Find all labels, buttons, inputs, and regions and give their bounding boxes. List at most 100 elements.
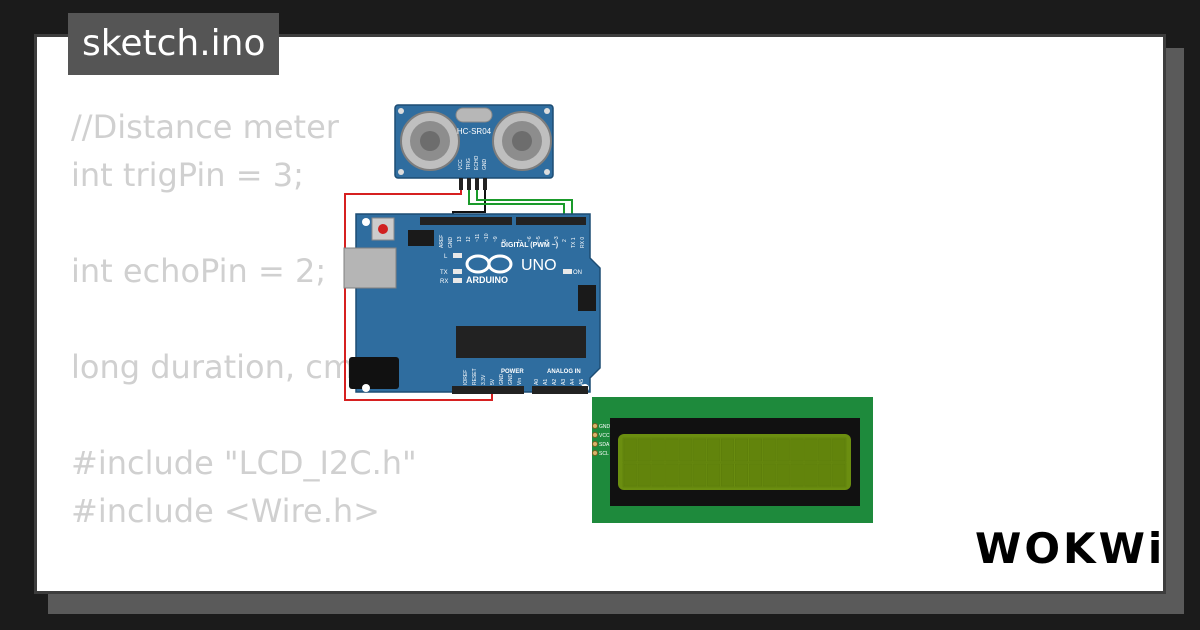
lcd-char-cell [721, 438, 735, 462]
power-pin-label: Vin [517, 378, 523, 385]
sensor-pin-label: TRIG [466, 158, 472, 170]
sensor-pin-label: GND [482, 159, 488, 171]
lcd-char-cell [651, 438, 665, 462]
digital-pin-label: RX 0 [580, 237, 586, 248]
power-header [452, 386, 524, 394]
digital-pin-label: ~11 [475, 234, 481, 242]
lcd-pin-label: VCC [599, 433, 610, 439]
code-line: #include <Wire.h> [71, 492, 380, 530]
lcd-char-cell [623, 463, 637, 487]
digital-pin-label: 12 [466, 236, 472, 242]
lcd-char-cell [693, 463, 707, 487]
digital-pin-label: 7 [518, 239, 524, 242]
ultrasonic-sensor[interactable]: HC-SR04 VCC TRIG ECHO GND [394, 104, 554, 190]
power-pin-label: RESET [472, 368, 478, 385]
led-label: ON [573, 270, 582, 276]
power-pin-label: GND [508, 374, 514, 386]
digital-pin-label: ~10 [484, 233, 490, 242]
led-on [563, 269, 572, 274]
lcd-char-cell [651, 463, 665, 487]
sensor-pin-label: ECHO [474, 155, 480, 170]
digital-pin-label: 2 [562, 239, 568, 242]
led-rx [453, 278, 462, 283]
wokwi-logo: WOKWi [975, 524, 1166, 573]
code-line: #include "LCD_I2C.h" [71, 444, 417, 482]
lcd-char-cell [623, 438, 637, 462]
lcd-char-cell [748, 438, 762, 462]
wire-echo [476, 190, 573, 220]
analog-pin-label: A1 [543, 379, 549, 385]
digital-pin-label: ~5 [536, 236, 542, 242]
digital-pin-label: 8 [502, 239, 508, 242]
wire-trig [468, 190, 565, 220]
microcontroller-chip [456, 326, 586, 358]
analog-pin-label: A0 [534, 379, 540, 385]
led-tx [453, 269, 462, 274]
lcd-char-cell [734, 438, 748, 462]
code-line: LCD_I2C lcd(0x27); [71, 583, 489, 591]
analog-pin-label: A5 [579, 379, 585, 385]
lcd-char-cell [804, 438, 818, 462]
digital-pin-label: GND [448, 237, 454, 249]
lcd-char-cell [665, 438, 679, 462]
digital-header-right [516, 217, 586, 225]
lcd-pin-label: SDA [599, 442, 610, 448]
arduino-brand-label: ARDUINO [466, 275, 508, 285]
lcd-char-cell [721, 463, 735, 487]
lcd-char-cell [637, 438, 651, 462]
digital-pin-label: ~6 [527, 236, 533, 242]
analog-pin-label: A2 [552, 379, 558, 385]
lcd-char-cell [818, 463, 832, 487]
power-pin-label: GND [499, 374, 505, 386]
lcd-char-cell [665, 463, 679, 487]
digital-pin-label: ~9 [493, 236, 499, 242]
lcd-char-cell [637, 463, 651, 487]
digital-pin-label: 4 [545, 239, 551, 242]
lcd-char-cell [832, 463, 846, 487]
lcd-char-cell [776, 438, 790, 462]
transducer-right-icon [492, 111, 552, 171]
arduino-uno-board[interactable]: AREF GND 13 12 ~11 ~10 ~9 8 7 ~6 ~5 4 ~3… [343, 213, 601, 394]
lcd-char-cell [748, 463, 762, 487]
analog-pin-label: A3 [561, 379, 567, 385]
icsp-header [408, 230, 596, 311]
lcd-char-cell [707, 463, 721, 487]
lcd-char-cell [818, 438, 832, 462]
lcd-i2c-display[interactable]: GND VCC SDA SCL [592, 397, 873, 523]
code-line: int trigPin = 3; [71, 156, 304, 194]
digital-pin-label: TX 1 [571, 237, 577, 248]
lcd-char-cell [762, 463, 776, 487]
power-label: POWER [501, 369, 524, 375]
analog-header [532, 386, 588, 394]
code-line: //Distance meter [71, 108, 339, 146]
lcd-pin-label: SCL [599, 451, 609, 457]
code-line: int echoPin = 2; [71, 252, 327, 290]
digital-pin-label: AREF [439, 235, 445, 248]
digital-label: DIGITAL (PWM ~) [501, 242, 558, 249]
lcd-char-cell [832, 438, 846, 462]
led-l [453, 253, 462, 258]
file-tab[interactable]: sketch.ino [68, 13, 280, 75]
analog-label: ANALOG IN [547, 369, 581, 375]
arduino-model-label: UNO [521, 257, 557, 274]
power-pin-label: 3.3V [481, 374, 487, 385]
led-label: RX [440, 279, 448, 285]
transducer-left-icon [400, 111, 460, 171]
lcd-char-cell [693, 438, 707, 462]
lcd-char-cell [679, 438, 693, 462]
usb-port [343, 247, 397, 289]
lcd-char-cell [762, 438, 776, 462]
digital-header-left [420, 217, 512, 225]
lcd-char-cell [734, 463, 748, 487]
lcd-char-cell [790, 463, 804, 487]
lcd-char-cell [776, 463, 790, 487]
digital-pin-label: 13 [457, 236, 463, 242]
reset-button[interactable] [371, 217, 395, 241]
power-pin-label: IOREF [463, 370, 469, 385]
lcd-char-cell [707, 438, 721, 462]
lcd-pin-label: GND [599, 424, 611, 430]
power-pin-label: 5V [490, 378, 496, 385]
led-label: TX [440, 270, 448, 276]
lcd-char-grid [622, 437, 847, 488]
